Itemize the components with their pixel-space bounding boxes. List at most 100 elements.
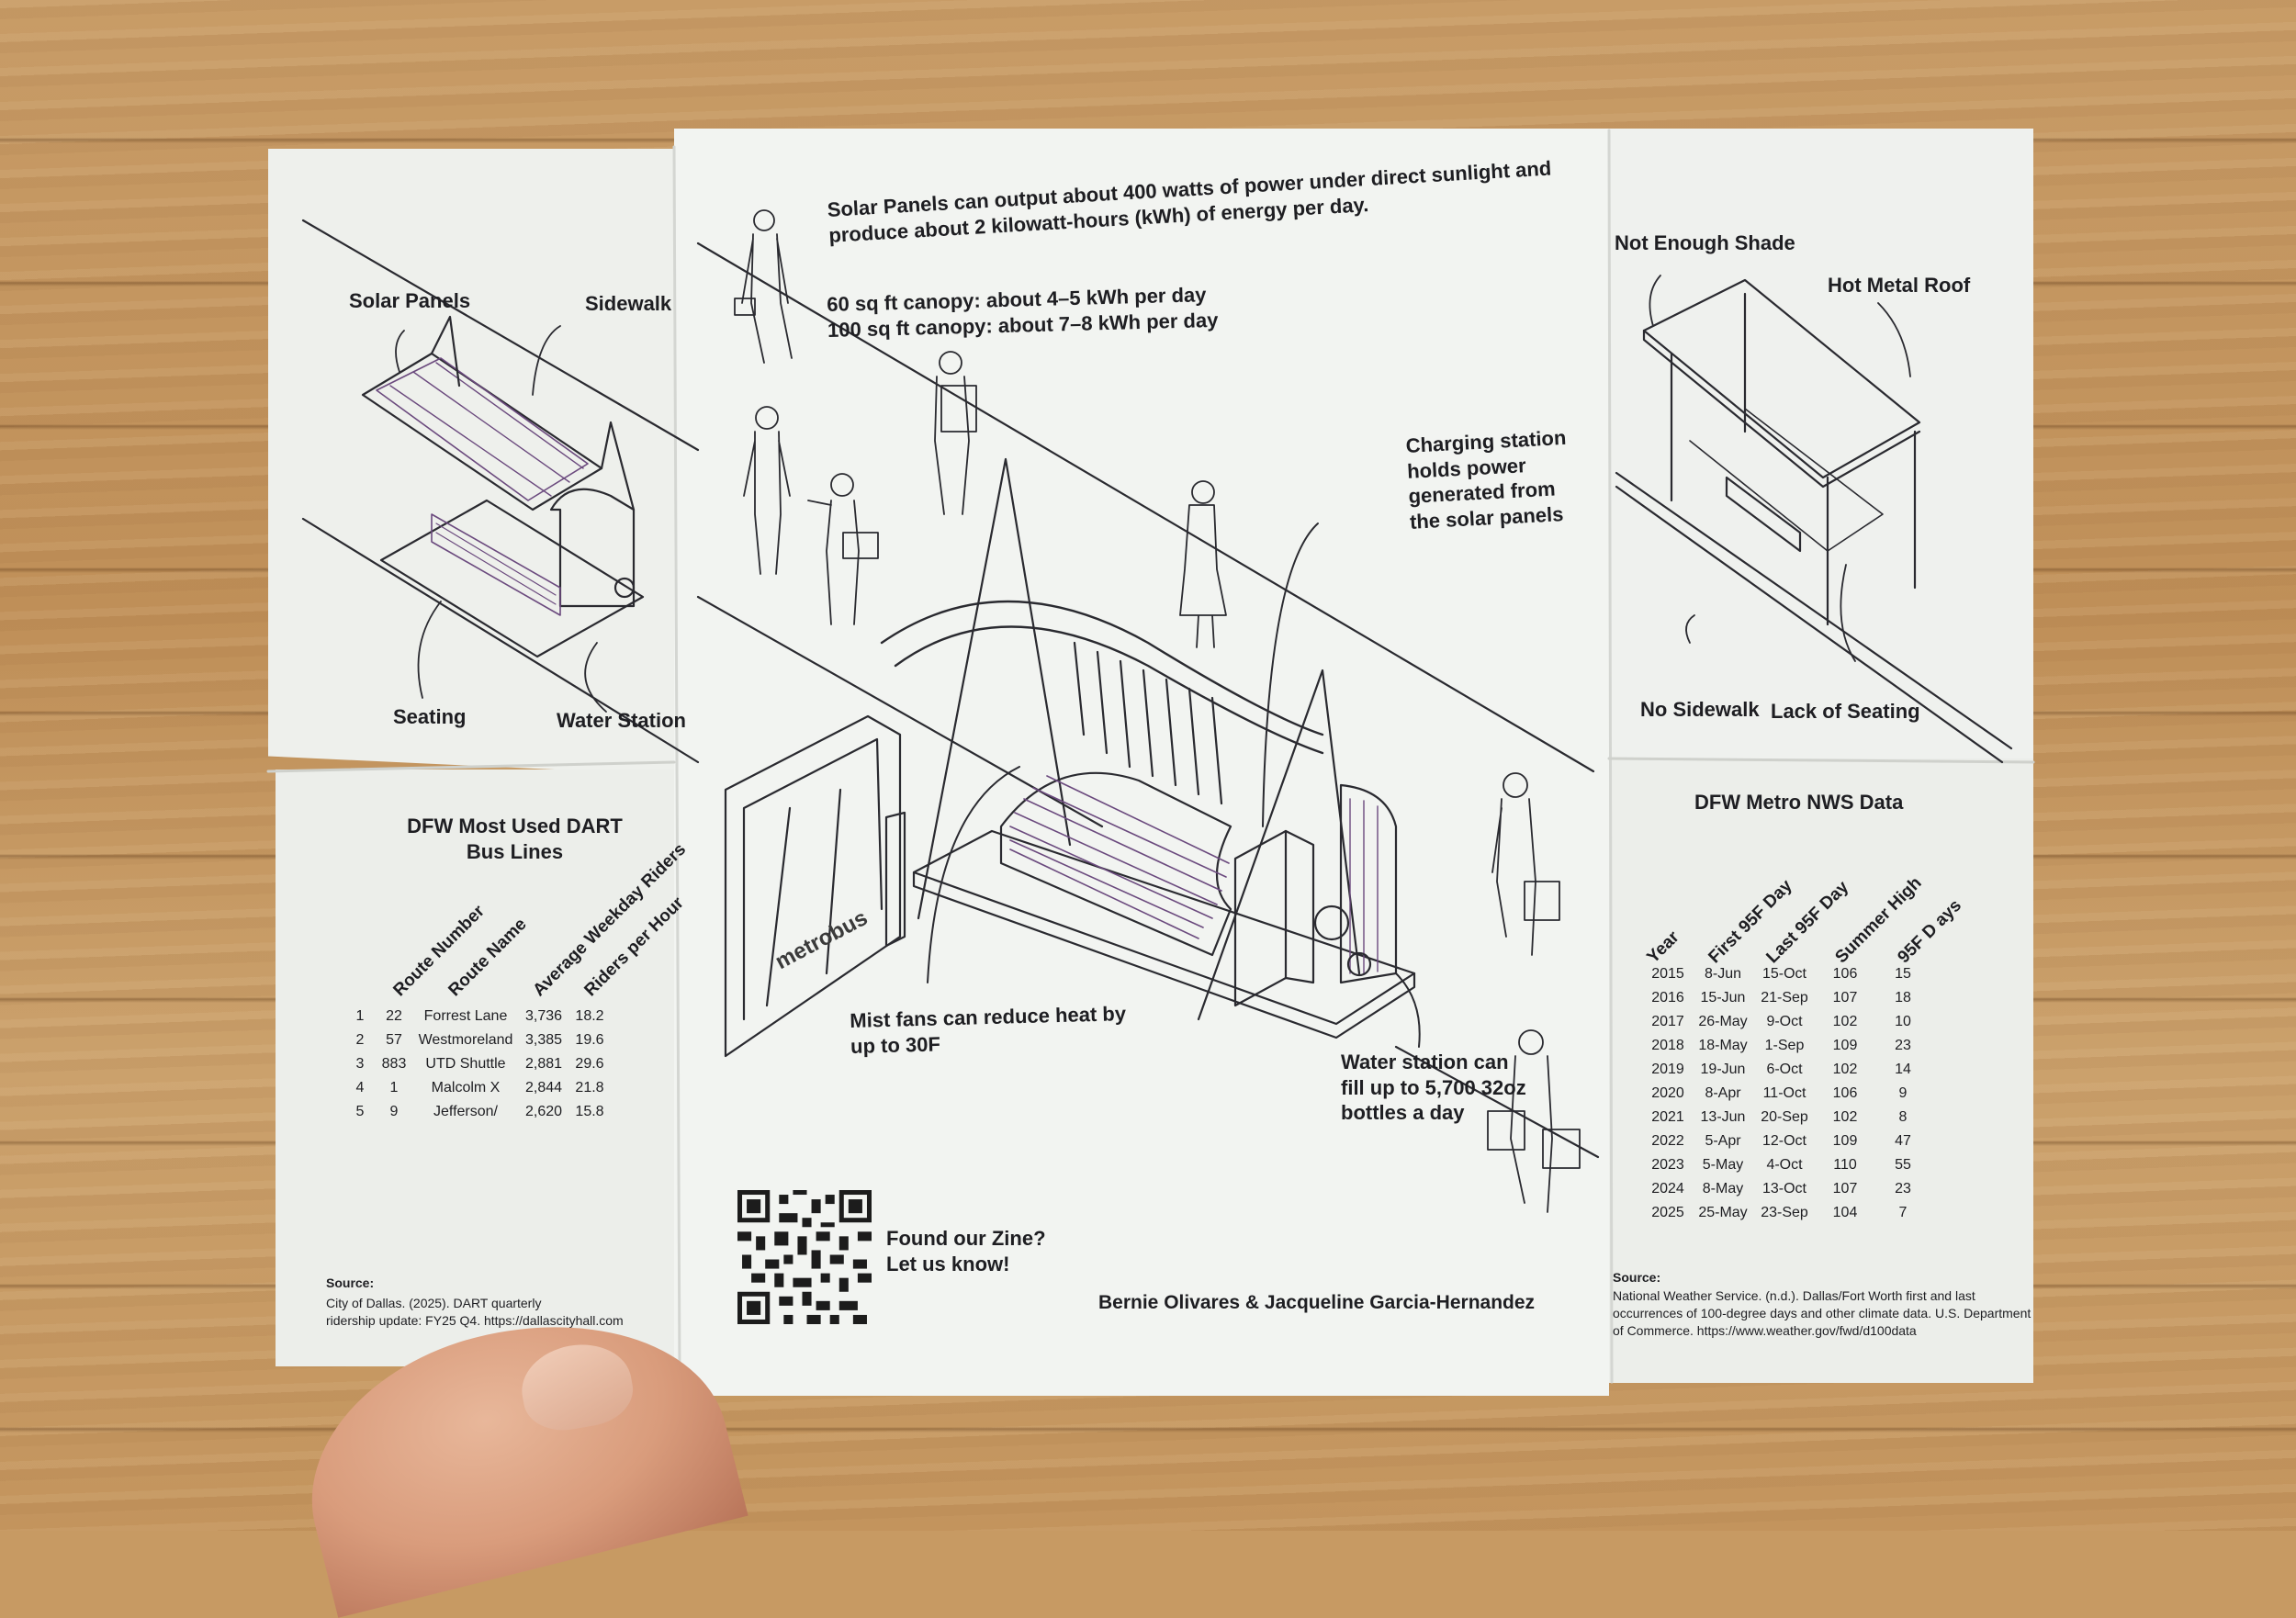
label-water-station: Water Station bbox=[557, 709, 686, 732]
center-shelter-scene bbox=[696, 209, 1600, 1213]
dart-table-cell: 2,881 bbox=[524, 1056, 563, 1072]
nws-table-cell: 9 bbox=[1898, 1085, 1908, 1101]
zine-right-bottom-panel bbox=[1609, 758, 2033, 1383]
dart-table-cell: 2 bbox=[355, 1032, 365, 1048]
nws-table-cell: 2016 bbox=[1651, 990, 1684, 1006]
nws-table-cell: 2017 bbox=[1651, 1014, 1684, 1029]
nws-source-line-1: National Weather Service. (n.d.). Dallas… bbox=[1613, 1288, 1975, 1303]
label-not-enough-shade: Not Enough Shade bbox=[1615, 231, 1795, 254]
dart-table-cell: UTD Shuttle bbox=[425, 1056, 506, 1072]
nws-table-cell: 2018 bbox=[1651, 1038, 1684, 1053]
label-lack-of-seating: Lack of Seating bbox=[1771, 700, 1920, 723]
dart-table-cell: 3,385 bbox=[524, 1032, 563, 1048]
label-solar-panels: Solar Panels bbox=[349, 289, 471, 312]
canopy-facts: 60 sq ft canopy: about 4–5 kWh per day 1… bbox=[827, 282, 1219, 343]
nws-source-line-3: of Commerce. https://www.weather.gov/fwd… bbox=[1613, 1322, 1917, 1338]
authors-credit: Bernie Olivares & Jacqueline Garcia-Hern… bbox=[1098, 1292, 1536, 1313]
nws-table-cell: 13-Oct bbox=[1761, 1181, 1806, 1197]
found-zine-text: Found our Zine? Let us know! bbox=[886, 1226, 1046, 1276]
nws-table-cell: 109 bbox=[1832, 1038, 1858, 1053]
dart-table-row: 5 9 Jefferson/2,620 15.8 bbox=[347, 1100, 608, 1124]
dart-table-cell: 2,620 bbox=[524, 1104, 563, 1119]
nws-table-cell: 15-Jun bbox=[1700, 990, 1746, 1006]
nws-table-cell: 23 bbox=[1895, 1181, 1911, 1197]
dart-table-cell: 22 bbox=[386, 1008, 402, 1024]
nws-table-cell: 18 bbox=[1895, 990, 1911, 1006]
nws-table-cell: 106 bbox=[1832, 1085, 1858, 1101]
zine-left-bottom-panel bbox=[276, 770, 674, 1366]
nws-table-cell: 109 bbox=[1832, 1133, 1858, 1149]
mist-fans-callout: Mist fans can reduce heat by up to 30F bbox=[850, 1001, 1127, 1059]
dart-table-cell: Jefferson/ bbox=[433, 1104, 498, 1119]
water-line-2: fill up to 5,700 32oz bbox=[1341, 1075, 1526, 1099]
dart-table-cell: 21.8 bbox=[575, 1080, 604, 1096]
dart-table-cell: 2,844 bbox=[524, 1080, 563, 1096]
dart-table-cell: 5 bbox=[355, 1104, 365, 1119]
nws-table-cell: 25-May bbox=[1698, 1205, 1748, 1220]
dart-title-line-2: Bus Lines bbox=[466, 839, 564, 863]
nws-table-title: DFW Metro NWS Data bbox=[1694, 791, 1904, 814]
old-bus-shelter-drawing bbox=[1615, 275, 2013, 764]
nws-table-cell: 110 bbox=[1833, 1157, 1857, 1173]
dart-table-cell: 3 bbox=[355, 1056, 365, 1072]
nws-table-cell: 7 bbox=[1898, 1205, 1908, 1220]
dart-source-line-1: City of Dallas. (2025). DART quarterly bbox=[326, 1296, 542, 1310]
nws-table-cell: 102 bbox=[1832, 1014, 1858, 1029]
dart-source-line-2: ridership update: FY25 Q4. https://dalla… bbox=[326, 1312, 624, 1328]
nws-table-cell: 12-Oct bbox=[1761, 1133, 1806, 1149]
nws-table-row: 2019 19-Jun 6-Oct 102 14 bbox=[1644, 1058, 1930, 1082]
dart-table-cell: 9 bbox=[389, 1104, 399, 1119]
nws-table-cell: 2023 bbox=[1651, 1157, 1684, 1173]
found-line-1: Found our Zine? bbox=[886, 1227, 1046, 1250]
nws-table-cell: 23 bbox=[1895, 1038, 1911, 1053]
qr-code[interactable] bbox=[737, 1190, 872, 1324]
label-sidewalk: Sidewalk bbox=[585, 292, 672, 315]
dart-source-label: Source: bbox=[326, 1275, 375, 1290]
label-no-sidewalk: No Sidewalk bbox=[1640, 698, 1760, 721]
dart-table-cell: 18.2 bbox=[575, 1008, 604, 1024]
dart-table-title: DFW Most Used DART Bus Lines bbox=[402, 814, 627, 864]
water-station-callout: Water station can fill up to 5,700 32oz … bbox=[1341, 1050, 1526, 1126]
nws-table-cell: 14 bbox=[1895, 1062, 1911, 1077]
nws-table-cell: 6-Oct bbox=[1766, 1062, 1803, 1077]
nws-table-cell: 55 bbox=[1895, 1157, 1911, 1173]
nws-table-cell: 18-May bbox=[1698, 1038, 1748, 1053]
zine-right-top-panel bbox=[1609, 129, 2033, 762]
dart-table-cell: 57 bbox=[386, 1032, 402, 1048]
nws-table-cell: 102 bbox=[1832, 1062, 1858, 1077]
nws-table-cell: 5-Apr bbox=[1705, 1133, 1741, 1149]
dart-title-line-1: DFW Most Used DART bbox=[407, 815, 623, 837]
charging-station-callout: Charging station holds power generated f… bbox=[1405, 425, 1570, 534]
nws-table-cell: 8-May bbox=[1702, 1181, 1744, 1197]
dart-table-cell: 19.6 bbox=[575, 1032, 604, 1048]
nws-table-cell: 47 bbox=[1895, 1133, 1911, 1149]
nws-source-label: Source: bbox=[1613, 1270, 1661, 1285]
nws-source-line-2: occurrences of 100-degree days and other… bbox=[1613, 1305, 2032, 1320]
nws-table-cell: 19-Jun bbox=[1700, 1062, 1746, 1077]
nws-table-cell: 107 bbox=[1832, 1181, 1858, 1197]
nws-table-cell: 8-Apr bbox=[1705, 1085, 1741, 1101]
nws-table-cell: 2025 bbox=[1651, 1205, 1684, 1220]
nws-table-cell: 2019 bbox=[1651, 1062, 1684, 1077]
dart-table-cell: 15.8 bbox=[575, 1104, 604, 1119]
nws-table-cell: 4-Oct bbox=[1766, 1157, 1803, 1173]
nws-table-cell: 106 bbox=[1832, 966, 1858, 982]
nws-source-text: National Weather Service. (n.d.). Dallas… bbox=[1613, 1287, 2031, 1340]
line-art-illustrations bbox=[266, 129, 2035, 1384]
zine-center-panel bbox=[674, 129, 1609, 1396]
nws-table-cell: 26-May bbox=[1698, 1014, 1748, 1029]
nws-table-cell: 10 bbox=[1895, 1014, 1911, 1029]
nws-table-cell: 2015 bbox=[1651, 966, 1684, 982]
label-hot-metal-roof: Hot Metal Roof bbox=[1828, 274, 1971, 297]
nws-table-cell: 8 bbox=[1898, 1109, 1908, 1125]
nws-table-cell: 2021 bbox=[1651, 1109, 1684, 1125]
nws-table-cell: 15 bbox=[1895, 966, 1911, 982]
